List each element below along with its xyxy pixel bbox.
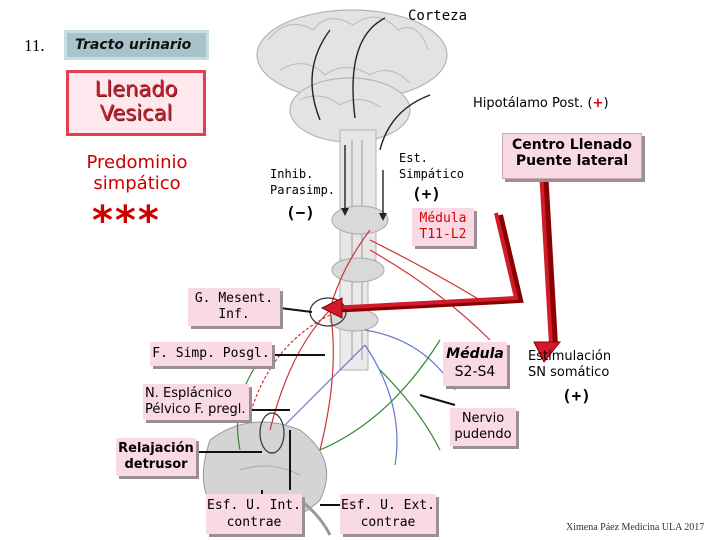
inhib-line-2: Parasimp.	[270, 183, 336, 197]
medula-s2-box: Médula S2-S4	[443, 342, 507, 386]
hypothalamus-label: Hipotálamo Post. (+)	[473, 96, 609, 111]
g-mesent-line-2: Inf.	[218, 307, 250, 322]
esf-ext-line-1: Esf. U. Ext.	[341, 498, 435, 513]
medula-s2-line-1: Médula	[446, 346, 504, 362]
credit: Ximena Páez Medicina ULA 2017	[566, 522, 705, 533]
medula-t11-line-1: Médula	[419, 211, 467, 226]
pons-line-2: Puente lateral	[515, 153, 629, 169]
filling-box: Llenado Vesical	[66, 70, 206, 136]
nerve-fibers	[236, 229, 491, 466]
cortex-label: Corteza	[408, 8, 468, 24]
pudendo-line-1: Nervio	[461, 411, 505, 426]
inhib-parasimp: Inhib. Parasimp.	[270, 166, 335, 198]
n-esplacnico-line-2: Pélvico F. pregl.	[145, 402, 246, 417]
pudendo-line-2: pudendo	[454, 427, 512, 442]
medula-t11-line-2: T11-L2	[419, 227, 467, 242]
n-esplacnico-line-1: N. Esplácnico	[145, 386, 232, 401]
red-arrow-pons	[533, 169, 562, 363]
brain-drawing	[256, 9, 448, 143]
relajacion-line-1: Relajación	[118, 441, 194, 456]
relajacion-line-2: detrusor	[124, 457, 188, 472]
nervio-pudendo-box: Nervio pudendo	[450, 408, 516, 446]
slide-number: 11.	[24, 36, 45, 55]
slide-title: Tracto urinario	[75, 37, 192, 53]
relajacion-box: Relajación detrusor	[116, 438, 196, 476]
stars: ***	[92, 198, 161, 244]
spinal-cord-drawing	[329, 129, 389, 371]
estimulacion-line-1: Estimulación	[528, 349, 612, 364]
inhib-line-1: Inhib.	[270, 167, 314, 181]
arrowheads	[341, 208, 387, 221]
estimulacion: Estimulación SN somático	[528, 349, 611, 381]
plus-sign-2: (+)	[562, 386, 591, 405]
filling-line-1: Llenado	[94, 77, 178, 101]
f-simp-label: F. Simp. Posgl.	[152, 346, 270, 361]
esf-ext-box: Esf. U. Ext. contrae	[340, 494, 436, 534]
filling-line-2: Vesical	[99, 101, 173, 125]
esf-int-box: Esf. U. Int. contrae	[206, 494, 302, 534]
est-line-1: Est.	[399, 151, 428, 165]
esf-int-line-1: Esf. U. Int.	[207, 498, 301, 513]
hypothalamus-close: )	[603, 96, 609, 111]
title-box: Tracto urinario	[64, 30, 209, 60]
pons-center-box: Centro Llenado Puente lateral	[502, 133, 642, 179]
sympathetic-line-1: Predominio	[86, 152, 188, 173]
hypothalamus-text: Hipotálamo Post. (	[473, 96, 593, 111]
plus-sign-1: (+)	[412, 184, 441, 203]
est-simpatico: Est. Simpático	[399, 150, 464, 182]
esf-int-line-2: contrae	[226, 515, 282, 530]
medula-t11-box: Médula T11-L2	[412, 208, 474, 246]
estimulacion-line-2: SN somático	[528, 365, 610, 380]
n-esplacnico-box: N. Esplácnico Pélvico F. pregl.	[143, 384, 249, 420]
f-simp-box: F. Simp. Posgl.	[150, 342, 272, 366]
g-mesent-line-1: G. Mesent.	[194, 291, 274, 306]
descending-pathways	[311, 17, 431, 215]
hypothalamus-sign: +	[592, 96, 604, 111]
sympathetic-dominance: Predominio simpático	[82, 152, 192, 194]
g-mesent-box: G. Mesent. Inf.	[188, 288, 280, 326]
esf-ext-line-2: contrae	[360, 515, 416, 530]
minus-sign: (−)	[286, 203, 315, 222]
bladder-ganglion-circle	[259, 412, 285, 454]
red-arrow-cord	[320, 212, 524, 319]
medula-s2-line-2: S2-S4	[454, 364, 496, 380]
sympathetic-line-2: simpático	[93, 173, 181, 194]
pons-line-1: Centro Llenado	[511, 137, 633, 153]
est-line-2: Simpático	[399, 167, 465, 181]
